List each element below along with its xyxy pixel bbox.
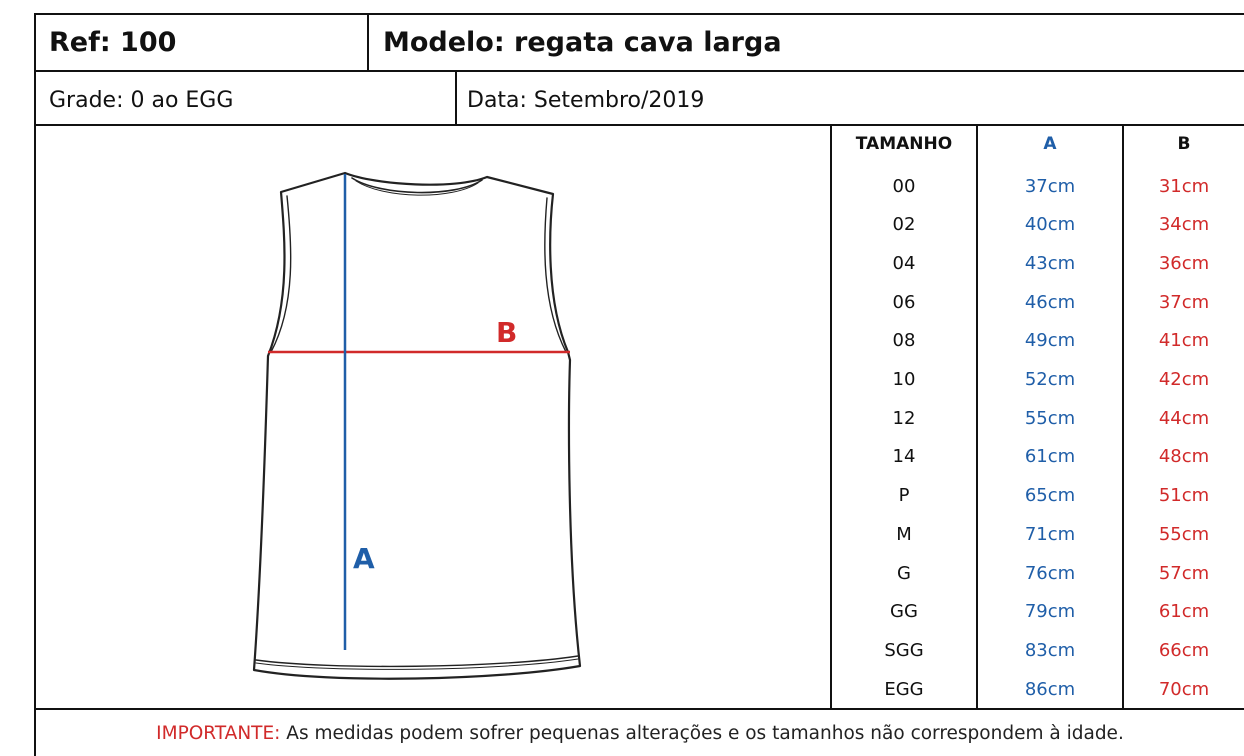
divider-left-edge (34, 13, 36, 756)
table-cell-b: 41cm (1158, 330, 1210, 352)
table-cell-size: 06 (892, 291, 916, 313)
divider-table-a (976, 124, 978, 709)
table-cell-a: 65cm (1024, 485, 1076, 507)
table-cell-size: 04 (892, 252, 916, 274)
table-header-a: A (1043, 134, 1057, 154)
grade-label: Grade: 0 ao EGG (49, 87, 234, 113)
divider-table-left (830, 124, 832, 709)
date-label: Data: Setembro/2019 (467, 87, 705, 113)
divider-table-b (1122, 124, 1124, 709)
table-cell-a: 55cm (1024, 407, 1076, 429)
table-cell-size: 00 (892, 175, 916, 197)
table-cell-b: 42cm (1158, 369, 1210, 390)
divider-ref-modelo (367, 13, 369, 71)
hem-seam (255, 655, 579, 668)
table-cell-size: 08 (892, 330, 916, 352)
table-cell-b: 61cm (1158, 601, 1210, 623)
important-text: As medidas podem sofrer pequenas alteraç… (280, 722, 1124, 744)
table-cell-b: 55cm (1158, 523, 1210, 545)
table-cell-a: 61cm (1024, 446, 1076, 468)
tank-top-outline (252, 171, 582, 680)
table-cell-a: 49cm (1024, 330, 1076, 352)
table-cell-size: M (896, 523, 912, 545)
table-cell-a: 37cm (1024, 175, 1076, 197)
table-cell-a: 71cm (1024, 523, 1076, 545)
table-cell-size: SGG (884, 639, 924, 661)
right-armhole-seam (544, 197, 567, 353)
important-label: IMPORTANTE: (156, 722, 281, 744)
measure-a-label: A (353, 541, 375, 575)
ref-label: Ref: 100 (49, 26, 177, 58)
table-cell-b: 70cm (1158, 678, 1210, 700)
important-note: IMPORTANTE: As medidas podem sofrer pequ… (36, 710, 1244, 756)
model-label: Modelo: regata cava larga (383, 26, 782, 58)
table-header-size: TAMANHO (855, 134, 953, 154)
table-cell-b: 34cm (1158, 214, 1210, 236)
table-cell-a: 46cm (1024, 291, 1076, 313)
table-cell-b: 51cm (1158, 485, 1210, 507)
table-cell-size: P (898, 485, 910, 507)
table-cell-a: 40cm (1024, 214, 1076, 236)
divider-subheader (34, 124, 1244, 126)
table-cell-size: 10 (892, 369, 916, 390)
neckline-seam (351, 177, 483, 194)
divider-footer (34, 708, 1244, 710)
table-cell-size: GG (890, 601, 918, 623)
table-cell-size: 14 (892, 446, 916, 468)
table-cell-b: 37cm (1158, 291, 1210, 313)
table-cell-a: 86cm (1024, 678, 1076, 700)
divider-grade-data (455, 70, 457, 125)
divider-header (34, 70, 1244, 72)
table-cell-b: 31cm (1158, 175, 1210, 197)
table-cell-b: 36cm (1158, 252, 1210, 274)
table-cell-a: 79cm (1024, 601, 1076, 623)
table-cell-a: 52cm (1024, 369, 1076, 390)
measure-b-label: B (496, 315, 518, 349)
table-cell-b: 57cm (1158, 562, 1210, 584)
left-armhole-seam (270, 195, 292, 353)
table-cell-b: 44cm (1158, 407, 1210, 429)
table-cell-size: EGG (884, 678, 924, 700)
table-cell-a: 76cm (1024, 562, 1076, 584)
table-cell-b: 48cm (1158, 446, 1210, 468)
table-cell-a: 83cm (1024, 639, 1076, 661)
table-cell-size: 02 (892, 214, 916, 236)
table-cell-a: 43cm (1024, 252, 1076, 274)
table-cell-size: 12 (892, 407, 916, 429)
table-cell-b: 66cm (1158, 639, 1210, 661)
table-header-b: B (1177, 134, 1191, 154)
table-cell-size: G (897, 562, 911, 584)
